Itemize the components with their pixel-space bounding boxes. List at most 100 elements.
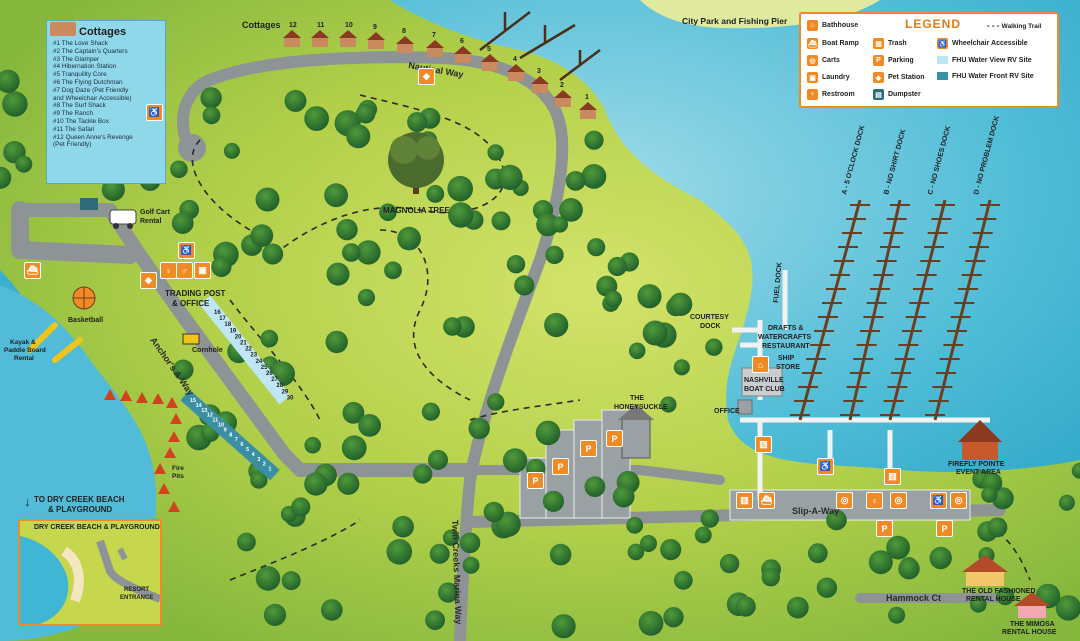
cottages	[283, 30, 597, 119]
bathhouse-icon: ⌂	[807, 20, 818, 31]
marina	[732, 199, 1000, 500]
waterfront-rv-sites	[180, 295, 291, 481]
tree-icon	[336, 218, 358, 241]
cottage-number: 4	[513, 56, 517, 63]
boat-ramp-icon: ⛴	[758, 492, 775, 509]
fire-pits-label-1: Fire	[172, 465, 184, 472]
waterfront-site-number: 1	[268, 467, 271, 473]
tree-icon	[559, 198, 583, 222]
tree-icon	[514, 275, 535, 296]
parking-icon: P	[936, 520, 953, 537]
rv-site-number: 19	[230, 328, 237, 334]
firefly-pointe-icon	[958, 420, 1002, 460]
parking-icon: P	[580, 440, 597, 457]
dock-a	[798, 199, 862, 421]
tree-icon	[673, 570, 693, 590]
tree-icon	[255, 187, 280, 212]
kayak-label-1: Kayak &	[10, 339, 36, 346]
tree-icon	[447, 175, 474, 202]
cottage-list-item: (Pet Friendly)	[53, 141, 92, 149]
cottage-house-icon	[426, 40, 444, 57]
cottage-list-item: #4 Hibernation Station	[53, 63, 117, 71]
waterfront-site-number: 12	[207, 413, 213, 419]
tree-icon	[250, 471, 268, 489]
rv-site-number: 23	[250, 353, 257, 359]
tree-icon	[462, 556, 480, 574]
legend-carts: ◎Carts	[807, 55, 840, 66]
tree-icon	[304, 472, 328, 496]
cottage-list-item: #3 The Glamper	[53, 55, 100, 63]
tree-icon	[200, 87, 222, 109]
cottage-list-item: #10 The Tackle Box	[53, 117, 109, 125]
tree-icon	[497, 164, 523, 190]
arrow-down-icon: ↓	[24, 494, 31, 509]
drafts-label-2: WATERCRAFTS	[758, 334, 811, 341]
tree-icon	[673, 359, 690, 376]
tree-icon	[663, 607, 684, 628]
cottage-number: 2	[560, 82, 564, 89]
tree-icon	[483, 501, 504, 523]
cottage-list-item: #5 Tranquility Core	[53, 71, 107, 79]
wheelchair-icon: ♿	[930, 492, 947, 509]
tree-icon	[612, 485, 635, 508]
tree-icon	[584, 476, 606, 497]
old-fashioned-house-icon	[962, 555, 1008, 586]
nashville-boat-club-label-1: NASHVILLE	[744, 377, 784, 384]
fire-pit-icon	[168, 431, 180, 442]
tree-icon	[551, 216, 569, 233]
cottage-list-item: #1 The Love Shack	[53, 40, 108, 47]
cottage-list-item: #7 Dog Daze (Pet Friendly	[53, 86, 129, 94]
legend-trash: ▥Trash	[873, 38, 907, 49]
mimosa-label-2: RENTAL HOUSE	[1002, 629, 1057, 636]
laundry-icon: ▣	[807, 72, 818, 83]
fire-pits	[104, 389, 182, 512]
tree-icon	[443, 317, 462, 336]
water-front-swatch	[937, 72, 948, 80]
tree-icon	[346, 124, 371, 149]
tree-icon	[263, 603, 287, 627]
inset-title: DRY CREEK BEACH & PLAYGROUND	[34, 524, 160, 531]
cottages-list-panel: Cottages #1 The Love Shack#2 The Captain…	[46, 20, 166, 184]
fire-pit-icon	[152, 393, 164, 404]
tree-icon	[868, 550, 893, 575]
golf-cart-label: Golf Cart	[140, 209, 171, 216]
waterfront-site-number: 3	[257, 457, 260, 463]
city-park-label: City Park and Fishing Pier	[682, 16, 788, 26]
cottage-number: 12	[289, 22, 297, 29]
legend-water-front: FHU Water Front RV Site	[937, 72, 1034, 80]
tree-icon	[549, 543, 572, 566]
rv-site-number: 17	[219, 316, 226, 322]
fire-pit-icon	[164, 447, 176, 458]
waterfront-site-number: 8	[229, 432, 232, 438]
tree-icon	[605, 290, 622, 308]
fire-pit-icon	[158, 483, 170, 494]
tree-icon	[421, 402, 440, 421]
cottage-house-icon	[481, 54, 499, 71]
parking-icon: P	[606, 430, 623, 447]
ship-store-label-2: STORE	[776, 364, 800, 371]
trading-post-label-2: & OFFICE	[172, 299, 210, 308]
tree-icon	[426, 185, 445, 203]
cottage-house-icon	[367, 32, 385, 49]
legend-laundry: ▣Laundry	[807, 72, 850, 83]
twin-creeks-marina-way-label: Twin Creeks Marina Way	[450, 520, 464, 625]
fuel-dock-label: FUEL DOCK	[773, 262, 784, 303]
cottage-list-item: #12 Queen Anne's Revenge	[53, 133, 133, 141]
parking-icon: P	[527, 472, 544, 489]
tree-icon	[321, 599, 343, 621]
dry-creek-label-1: TO DRY CREEK BEACH	[34, 495, 125, 504]
tree-icon	[487, 393, 505, 411]
nashville-boat-club-label-2: BOAT CLUB	[744, 386, 785, 393]
legend-walking-trail: Walking Trail	[987, 21, 1042, 30]
tree-icon	[342, 243, 361, 262]
trash-icon: ▥	[873, 38, 884, 49]
walking-trails	[191, 94, 1031, 581]
honeysuckle-house-icon	[618, 404, 654, 459]
tree-icon	[761, 568, 780, 587]
waterfront-site-number: 2	[263, 462, 266, 468]
wheelchair-icon: ♿	[146, 104, 163, 121]
rv-site-number: 25	[261, 365, 268, 371]
trash-icon: ▥	[755, 436, 772, 453]
cottage-number: 5	[487, 46, 491, 53]
tree-icon	[565, 171, 586, 191]
